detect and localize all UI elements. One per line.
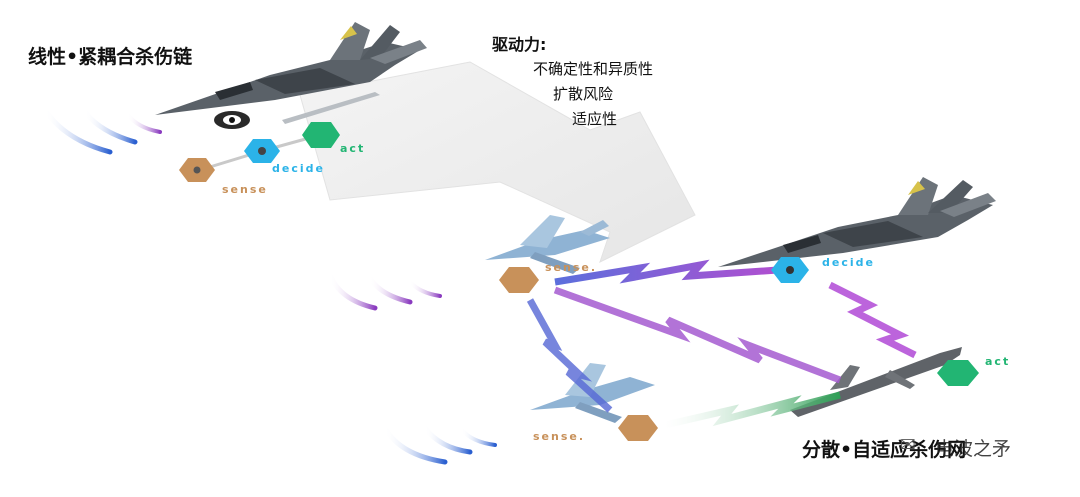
hex-act-right [937, 360, 979, 386]
hex-sense-upper [499, 267, 539, 293]
wechat-icon: ✉ [900, 434, 916, 456]
watermark-text: 电波之矛 [935, 438, 1012, 460]
label-decide-left: decide [272, 162, 325, 175]
title-linear-kill-chain: 线性•紧耦合杀伤链 [28, 46, 193, 68]
link-decide-to-act [828, 281, 917, 359]
fighter-jet-left [155, 22, 427, 115]
hex-sense-left [179, 158, 215, 182]
cruise-missile-right [790, 347, 962, 417]
middle-signal-waves [327, 272, 442, 311]
fighter-jet-right [718, 177, 996, 267]
drivers-heading: 驱动力: [492, 35, 547, 54]
label-act-right: act [985, 355, 1010, 368]
driver-adaptability: 适应性 [572, 110, 618, 128]
label-act-left: act [340, 142, 365, 155]
label-sense-upper: sense. [545, 261, 597, 274]
lower-signal-waves [382, 425, 497, 465]
drone-upper [485, 215, 610, 274]
hex-act-left [302, 122, 340, 148]
label-sense-left: sense [222, 183, 268, 196]
driver-uncertainty: 不确定性和异质性 [533, 60, 654, 78]
evolution-arrow [299, 61, 696, 263]
hex-decide-right [771, 257, 809, 283]
missile-left [282, 92, 380, 124]
link-sense-to-act [553, 286, 842, 384]
link-lower-to-missile [664, 391, 841, 429]
title-adaptive-kill-web: 分散•自适应杀伤网 [802, 439, 967, 461]
hex-decide-left [244, 139, 280, 163]
label-decide-right: decide [822, 256, 875, 269]
driver-proliferation-risk: 扩散风险 [553, 85, 614, 103]
link-sense-to-decide [554, 259, 779, 286]
left-signal-waves [42, 107, 162, 155]
link-sense-to-lower [526, 298, 613, 413]
hex-sense-lower [618, 415, 658, 441]
sensor-eye-left [214, 111, 250, 129]
label-sense-lower: sense. [533, 430, 585, 443]
